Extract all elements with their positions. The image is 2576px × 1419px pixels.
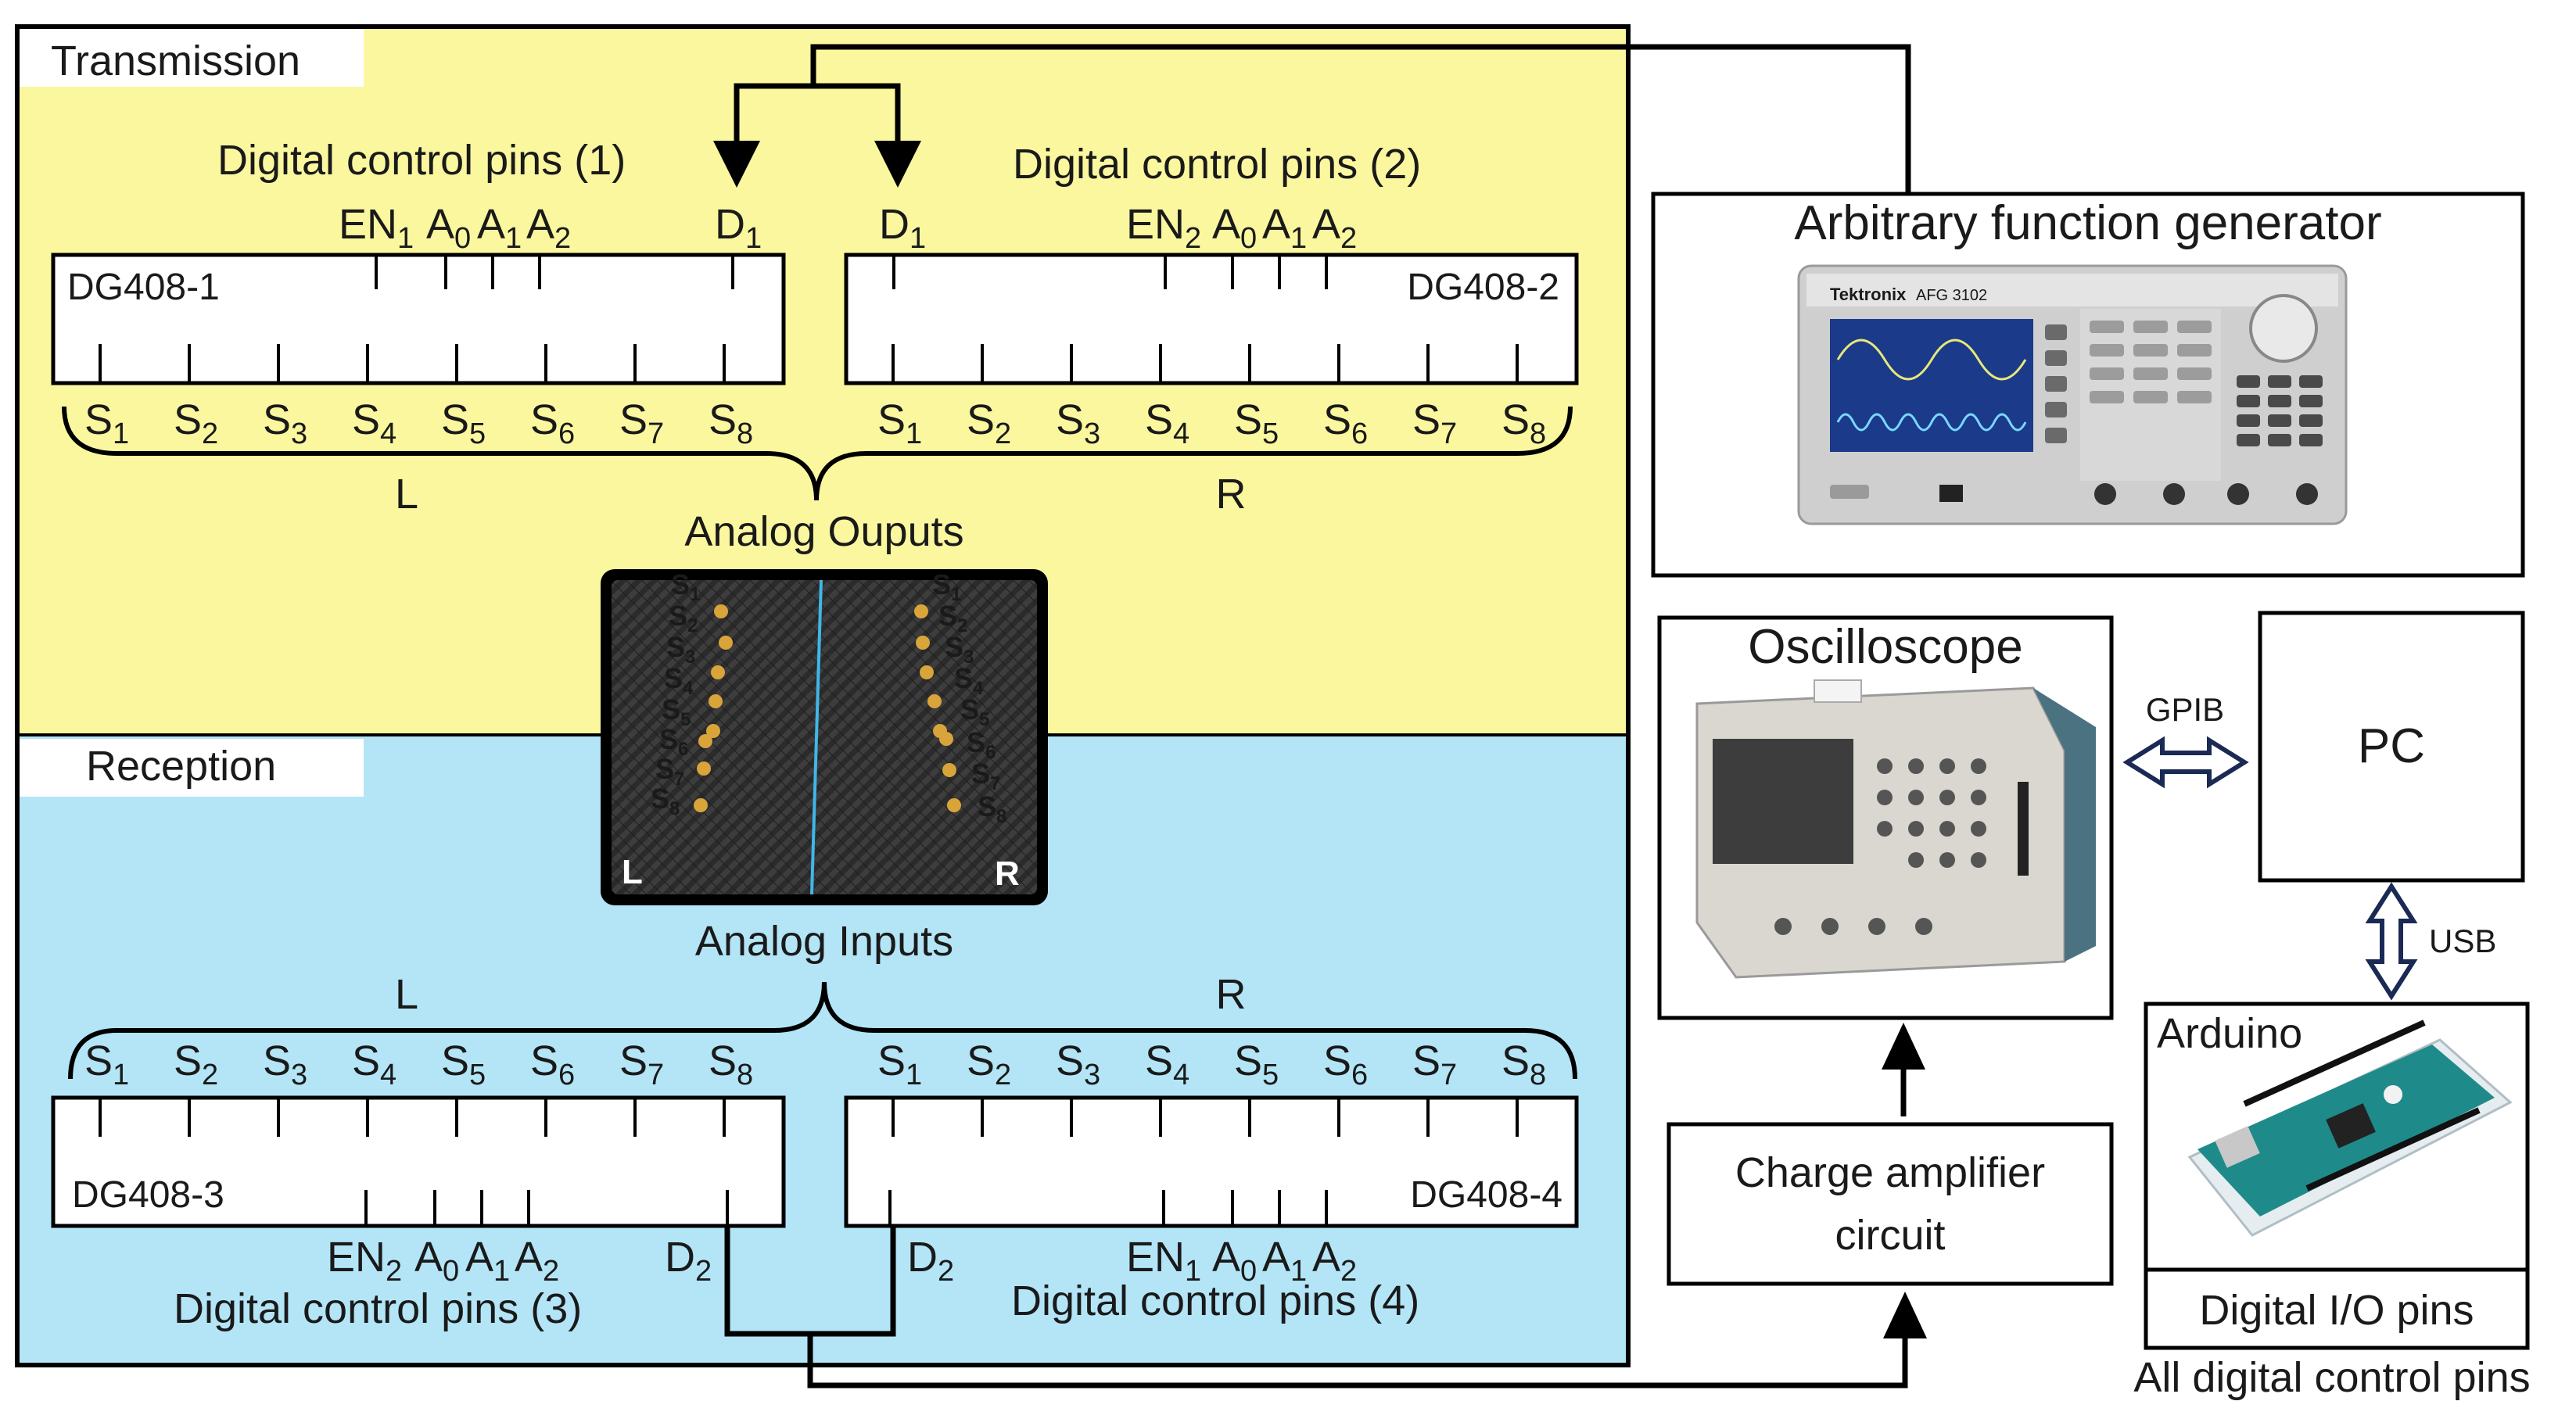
- arduino-label: Arduino: [2157, 1010, 2302, 1057]
- d1-split-wire: [734, 83, 901, 149]
- oscilloscope-label: Oscilloscope: [1748, 620, 2022, 674]
- d1-right-arrowhead: [874, 141, 921, 188]
- svg-text:S5: S5: [441, 1037, 486, 1091]
- chip-dg408-2-label: DG408-2: [1407, 267, 1559, 308]
- control-pins-1-label: Digital control pins (1): [217, 137, 626, 184]
- pc-box: [2258, 611, 2525, 883]
- scope-in-arrowhead: [1882, 1023, 1925, 1070]
- oscilloscope-device-image: [1695, 679, 2096, 979]
- usb-label: USB: [2429, 923, 2496, 959]
- chip-dg408-3: [51, 1095, 786, 1228]
- svg-text:S3: S3: [666, 631, 695, 668]
- control-pins-4-label: Digital control pins (4): [1011, 1277, 1419, 1324]
- pin-d1: D1: [715, 201, 762, 255]
- gpib-label: GPIB: [2146, 691, 2224, 728]
- pin-a2-right: A2: [1312, 201, 1357, 255]
- sensor-plate-photo: S1 S2 S3 S4 S5 S6 S7 S8 S1 S2 S3 S4 S5 S…: [601, 568, 1048, 905]
- control-pins-2-label: Digital control pins (2): [1013, 141, 1421, 188]
- tx-group-right: R: [1216, 471, 1247, 518]
- gpib-double-arrow: [2122, 736, 2249, 789]
- svg-text:S3: S3: [1056, 396, 1100, 450]
- svg-text:S1: S1: [877, 1037, 922, 1091]
- analog-inputs-label: Analog Inputs: [695, 918, 953, 965]
- chip-dg408-2: [844, 253, 1579, 385]
- arduino-io-box: [2144, 1267, 2530, 1350]
- svg-text:S5: S5: [441, 396, 486, 450]
- right-sensor-dots: [914, 604, 961, 812]
- afg-device-image: Tektronix AFG 3102: [1797, 264, 2348, 525]
- d1-left-arrowhead: [713, 141, 760, 188]
- tx-top-ticks: [375, 255, 1328, 289]
- pin-a1: A1: [477, 201, 522, 255]
- svg-text:Tektronix: Tektronix: [1830, 285, 1907, 304]
- tx-group-left: L: [395, 471, 418, 518]
- chip-dg408-3-label: DG408-3: [72, 1174, 224, 1216]
- analog-outputs-label: Analog Ouputs: [684, 508, 963, 555]
- photo-left-mark: L: [622, 853, 643, 891]
- afg-to-d1-wire: [810, 44, 1911, 194]
- transmission-label: Transmission: [51, 38, 300, 84]
- arduino-board-image: [2187, 1019, 2513, 1237]
- chip-dg408-1: [51, 253, 786, 385]
- svg-text:S7: S7: [1412, 1037, 1457, 1091]
- photo-right-mark: R: [995, 855, 1020, 893]
- svg-text:S8: S8: [651, 783, 680, 819]
- reception-label: Reception: [86, 743, 276, 790]
- rx-sensor-labels-left: S1 S2 S3 S4 S5 S6 S7 S8: [84, 1037, 753, 1091]
- charge-amp-line2: circuit: [1835, 1212, 1945, 1259]
- rx-right-pins: D2 EN1 A0 A1 A2: [907, 1234, 1357, 1288]
- rx-bottom-ticks: [364, 1190, 1328, 1226]
- rx-brace: [68, 981, 1577, 1080]
- svg-text:S4: S4: [1145, 396, 1189, 450]
- tx-right-pins: D1 EN2 A0 A1 A2: [879, 201, 1357, 255]
- chip-dg408-4: [844, 1095, 1579, 1228]
- photo-sensor-labels-left: S1 S2 S3 S4 S5 S6 S7 S8: [651, 568, 700, 819]
- chip-dg408-4-label: DG408-4: [1410, 1174, 1562, 1216]
- svg-text:AFG 3102: AFG 3102: [1916, 287, 1987, 304]
- rx-group-left: L: [395, 971, 418, 1018]
- svg-text:S6: S6: [530, 1037, 575, 1091]
- tx-sensor-labels-left: S1 S2 S3 S4 S5 S6 S7 S8: [84, 396, 753, 450]
- amp-in-arrowhead: [1883, 1292, 1927, 1338]
- tx-bottom-ticks: [99, 344, 1519, 383]
- pc-label: PC: [2358, 719, 2425, 773]
- left-sensor-dots: [694, 604, 733, 812]
- svg-text:S1: S1: [877, 396, 922, 450]
- arduino-io-label: Digital I/O pins: [2199, 1287, 2474, 1334]
- rx-group-right: R: [1216, 971, 1247, 1018]
- svg-text:S4: S4: [352, 1037, 396, 1091]
- svg-text:S6: S6: [1323, 1037, 1368, 1091]
- svg-text:S2: S2: [967, 396, 1011, 450]
- rx-top-ticks: [99, 1098, 1519, 1137]
- charge-amp-box: [1667, 1122, 2114, 1286]
- transmission-tab: [20, 29, 364, 87]
- usb-double-arrow: [2365, 882, 2418, 1001]
- tx-brace: [62, 406, 1573, 501]
- charge-amp-line1: Charge amplifier: [1735, 1149, 2045, 1196]
- arduino-caption: All digital control pins: [2133, 1354, 2530, 1401]
- panel-frame: [15, 24, 1631, 1367]
- control-pins-3-label: Digital control pins (3): [174, 1285, 582, 1332]
- chip-dg408-1-label: DG408-1: [67, 267, 220, 308]
- d2-to-amp-wire: [807, 1334, 1908, 1389]
- afg-label: Arbitrary function generator: [1794, 196, 2381, 250]
- reception-tab: [20, 739, 364, 797]
